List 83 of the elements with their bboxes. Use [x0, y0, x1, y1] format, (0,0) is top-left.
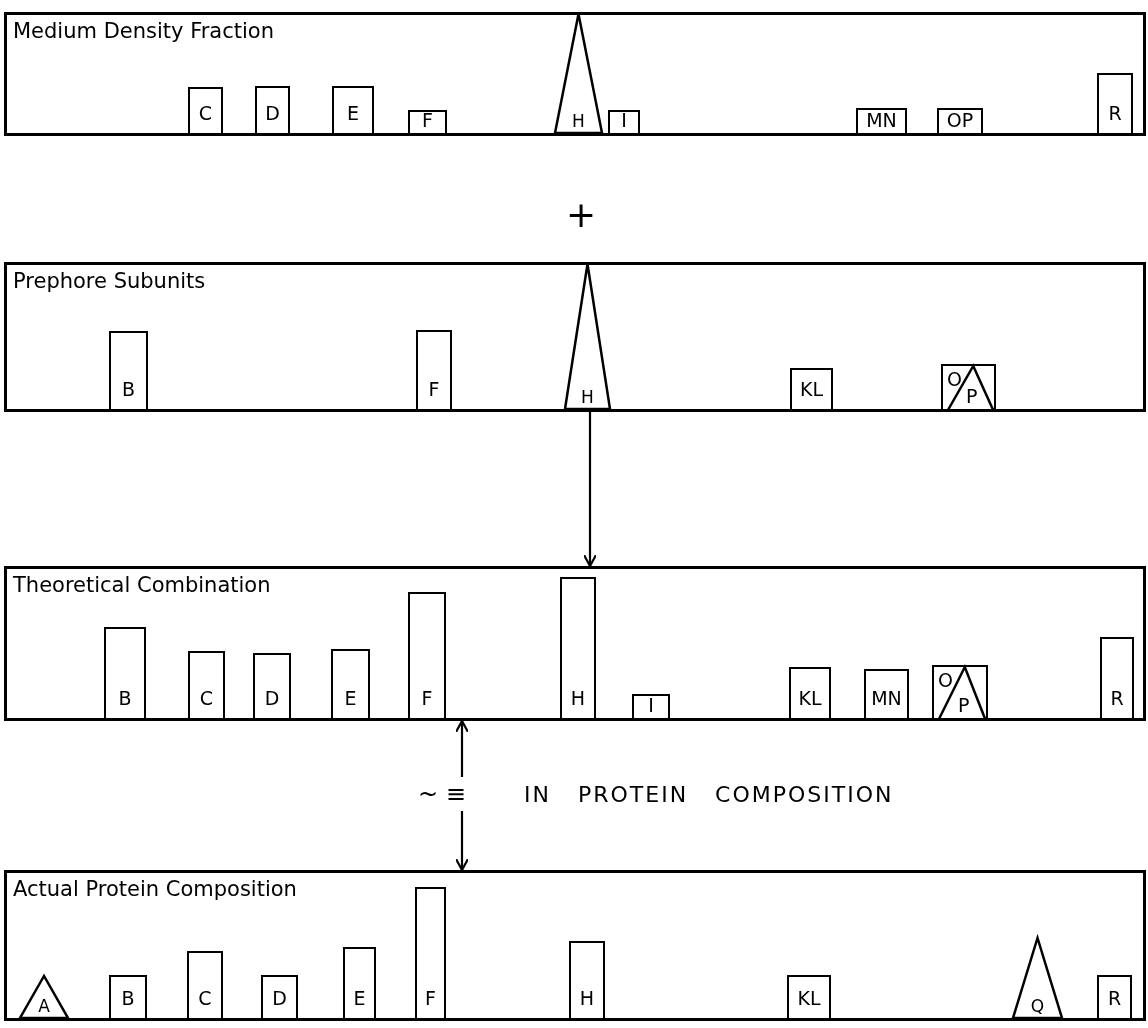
gel-band — [632, 694, 670, 718]
arrow — [454, 719, 470, 777]
panel-title: Medium Density Fraction — [13, 19, 274, 43]
band-label: F — [427, 380, 441, 399]
gel-band — [408, 592, 446, 718]
gel-band — [188, 651, 225, 718]
gel-band — [408, 110, 447, 133]
band-label: H — [580, 389, 595, 406]
band-label: D — [263, 689, 281, 708]
band-label: KL — [797, 689, 823, 708]
plus-sign: + — [566, 194, 597, 235]
band-label: F — [421, 111, 434, 130]
band-label: P — [958, 696, 970, 715]
gel-band — [1097, 975, 1132, 1018]
gel-band — [109, 331, 148, 409]
band-label: O — [947, 370, 962, 389]
band-label: I — [620, 111, 628, 130]
band-label: C — [197, 104, 214, 123]
band-label: C — [197, 989, 213, 1008]
gel-band — [1100, 637, 1134, 718]
gel-panel — [4, 12, 1146, 136]
peak-band — [555, 14, 602, 133]
arrow — [454, 811, 470, 872]
band-label: F — [420, 689, 434, 708]
band-label: KL — [796, 989, 822, 1008]
gel-band — [856, 108, 907, 133]
band-label: R — [1106, 989, 1123, 1008]
gel-band — [608, 110, 640, 133]
gel-band — [864, 669, 909, 718]
band-label: R — [1107, 104, 1123, 123]
gel-band — [560, 577, 596, 718]
band-label: E — [346, 104, 360, 123]
band-label: A — [37, 998, 51, 1015]
gel-band — [416, 330, 452, 409]
gel-band — [104, 627, 146, 718]
gel-band — [188, 87, 223, 133]
band-label: B — [120, 380, 136, 399]
gel-band — [109, 975, 147, 1018]
panel-title: Theoretical Combination — [13, 573, 271, 597]
band-label: H — [571, 113, 586, 130]
band-label: H — [569, 689, 587, 708]
gel-panel — [4, 870, 1146, 1021]
equivalence-sign: ~ ≡ — [418, 780, 466, 808]
band-label: I — [647, 696, 655, 715]
gel-band — [261, 975, 298, 1018]
gel-band — [253, 653, 291, 718]
gel-band — [569, 941, 605, 1018]
peak-band — [565, 264, 610, 409]
gel-band — [415, 887, 446, 1018]
band-label: B — [120, 989, 136, 1008]
band-label: P — [966, 387, 978, 406]
band-label: MN — [870, 689, 903, 708]
gel-panel — [4, 566, 1146, 721]
band-label: D — [264, 104, 281, 123]
gel-band — [789, 667, 831, 718]
gel-band — [332, 86, 374, 133]
band-label: KL — [798, 380, 824, 399]
band-label: R — [1109, 689, 1125, 708]
band-label: E — [352, 989, 367, 1008]
band-label: O — [938, 671, 953, 690]
note-text: IN PROTEIN COMPOSITION — [524, 782, 894, 807]
band-label: F — [424, 989, 437, 1008]
gel-band — [255, 86, 290, 133]
gel-band — [331, 649, 370, 718]
peak-band — [20, 976, 68, 1018]
gel-band — [1097, 73, 1133, 133]
gel-panel — [4, 262, 1146, 412]
band-label: B — [117, 689, 133, 708]
band-label: MN — [865, 111, 898, 130]
gel-band — [187, 951, 223, 1018]
gel-band — [790, 368, 833, 409]
gel-band — [937, 108, 983, 133]
arrow — [582, 412, 598, 568]
gel-band — [343, 947, 376, 1018]
gel-band — [787, 975, 831, 1018]
band-label: OP — [945, 111, 975, 130]
band-label: E — [343, 689, 358, 708]
split-band — [932, 665, 988, 718]
band-label: H — [578, 989, 596, 1008]
panel-title: Actual Protein Composition — [13, 877, 297, 901]
band-label: D — [271, 989, 288, 1008]
band-label: C — [198, 689, 215, 708]
panel-title: Prephore Subunits — [13, 269, 206, 293]
